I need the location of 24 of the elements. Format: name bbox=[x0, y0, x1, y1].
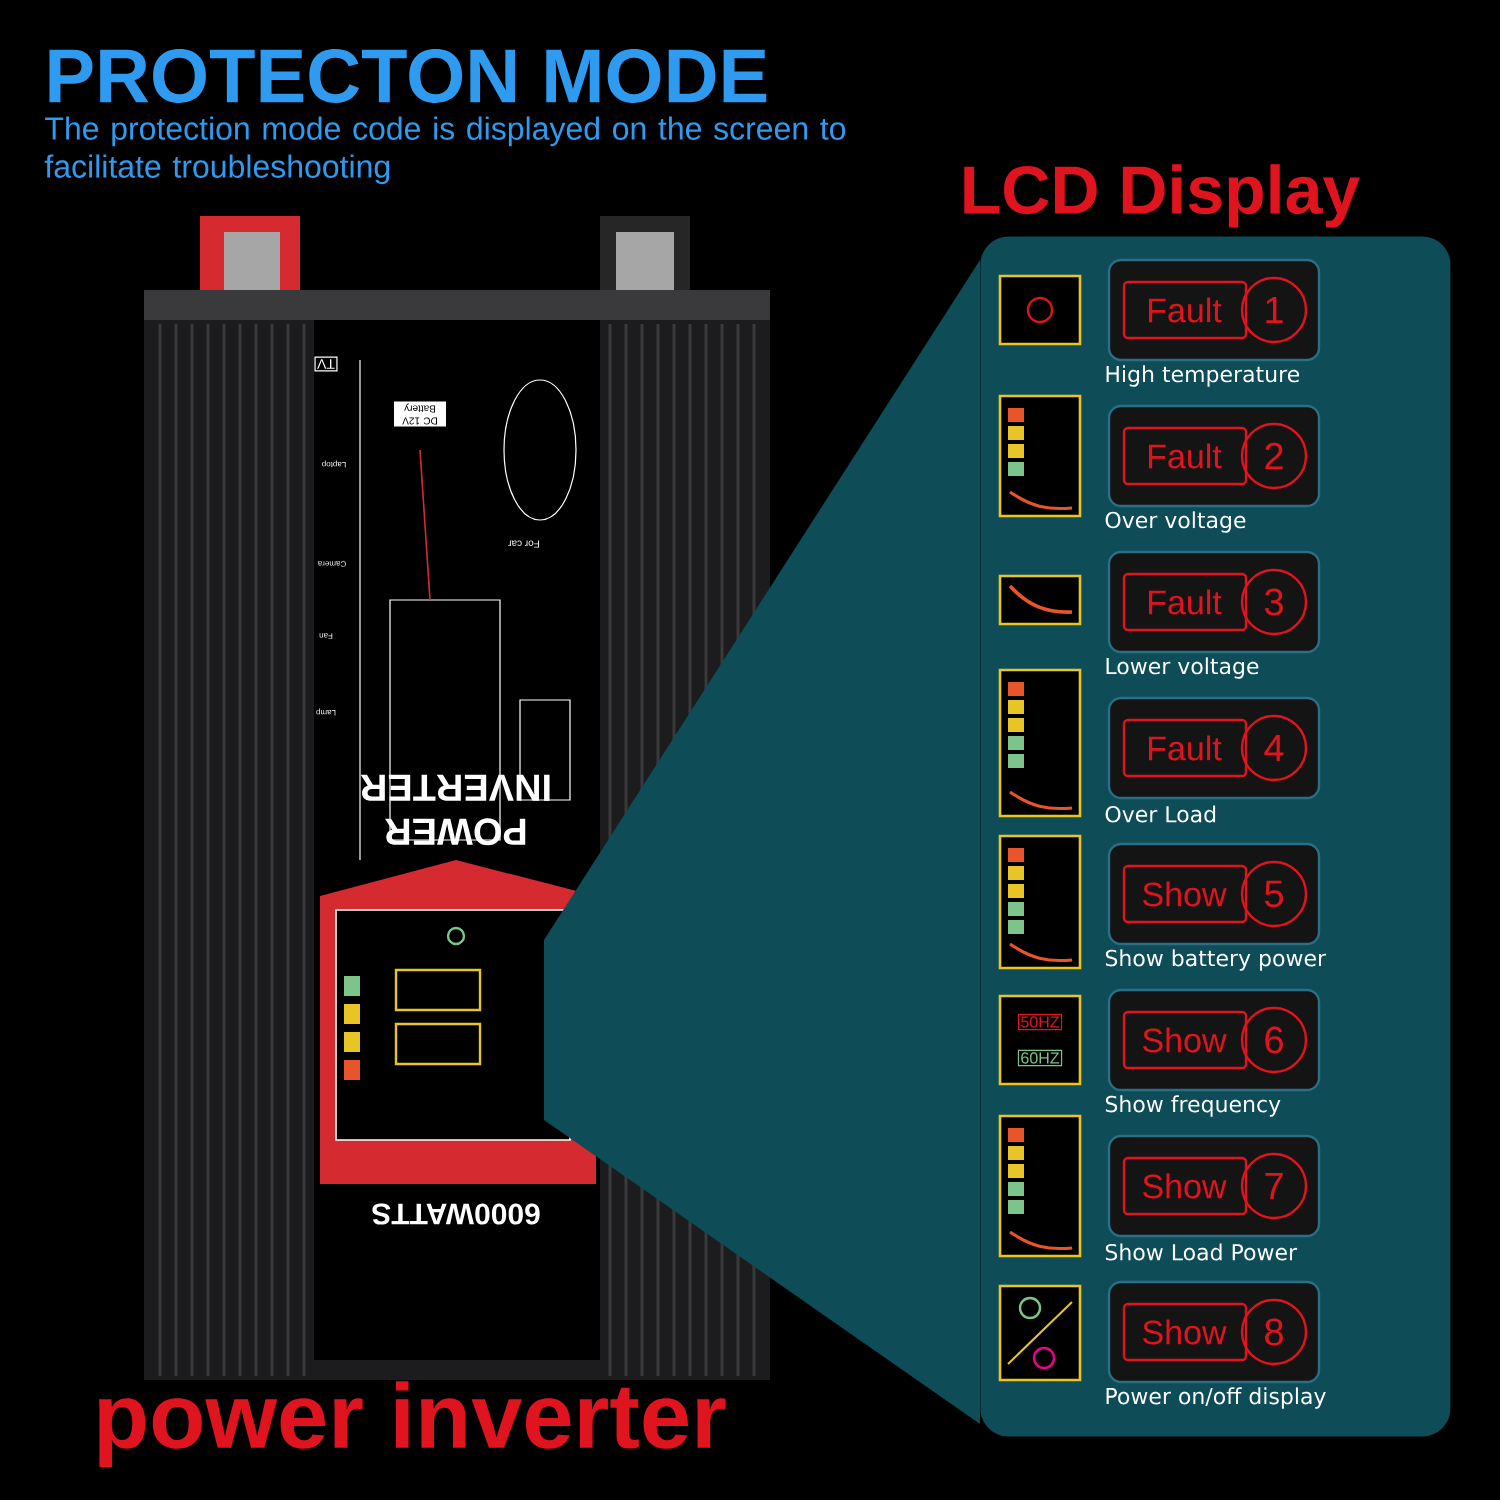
display-caption: Show battery power bbox=[1105, 949, 1327, 971]
fault-display: Show 5 bbox=[1107, 842, 1321, 946]
node-label: LCD Display bbox=[964, 164, 1360, 228]
display-caption: Show Load Power bbox=[1105, 1243, 1298, 1261]
title: PROTECTON MODE bbox=[49, 49, 767, 103]
product-label: POWER INVERTER bbox=[360, 774, 550, 846]
wattage-label: 6000WATTS bbox=[372, 1203, 540, 1225]
display-caption: Over Load bbox=[1105, 805, 1216, 823]
fault-display: Show 8 bbox=[1107, 1280, 1321, 1384]
fault-display: Show 7 bbox=[1107, 1134, 1321, 1238]
fault-display: Fault 4 bbox=[1107, 696, 1321, 800]
display-caption: Power on/off display bbox=[1106, 1387, 1326, 1409]
caption: The protection mode code is displayed on the screen to facilitate troubleshooting bbox=[44, 116, 846, 185]
display-caption: Lower voltage bbox=[1106, 657, 1259, 679]
frequency-label: 60HZ bbox=[1017, 1049, 1063, 1067]
frequency-label: 50HZ bbox=[1017, 1013, 1063, 1031]
fault-display: Fault 2 bbox=[1107, 404, 1321, 508]
display-caption: Show frequency bbox=[1105, 1095, 1281, 1117]
fault-display: Fault 1 bbox=[1107, 258, 1321, 362]
display-caption: Over voltage bbox=[1105, 511, 1246, 533]
fault-display: Fault 3 bbox=[1107, 550, 1321, 654]
display-caption: High temperature bbox=[1106, 365, 1300, 387]
product-heading: power inverter bbox=[99, 1381, 726, 1467]
fault-display: Show 6 bbox=[1107, 988, 1321, 1092]
